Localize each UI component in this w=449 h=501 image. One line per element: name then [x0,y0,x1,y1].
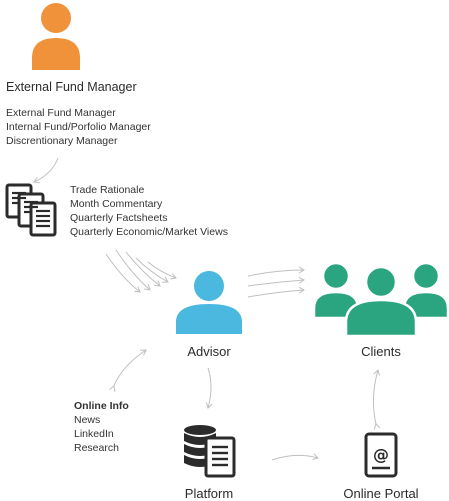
manager-type-item: Internal Fund/Porfolio Manager [6,121,151,133]
svg-text:@: @ [373,445,389,464]
online-info-block: Online Info News LinkedIn Research [74,399,129,455]
arrow-manager-to-documents [33,157,59,184]
documents-icon [5,183,57,237]
documents-list: Trade Rationale Month Commentary Quarter… [70,183,228,239]
arrow-advisor-to-clients [247,266,305,277]
clients-label: Clients [361,344,401,359]
manager-person-icon [32,3,80,70]
online-info-heading: Online Info [74,400,129,412]
portal-label: Online Portal [343,486,419,501]
manager-type-item: External Fund Manager [6,107,116,119]
database-icon [184,425,236,478]
advisor-label: Advisor [187,344,231,359]
advisor-person-icon [176,271,242,334]
arrow-advisor-to-platform [205,367,213,409]
document-item: Quarterly Factsheets [70,212,168,224]
manager-type-item: Discrentionary Manager [6,135,118,147]
arrow-documents-to-advisor [105,253,141,293]
online-info-item: Research [74,442,119,454]
clients-group-icon [312,261,449,338]
online-info-item: News [74,414,101,426]
manager-title: External Fund Manager [6,80,137,94]
arrow-portal-clients [372,369,381,430]
arrow-online-info-advisor [109,349,147,392]
portal-icon: @ [364,432,398,478]
document-item: Month Commentary [70,198,163,210]
document-item: Trade Rationale [70,184,145,196]
manager-types-list: External Fund Manager Internal Fund/Porf… [6,106,151,148]
document-item: Quarterly Economic/Market Views [70,226,228,238]
platform-label: Platform [184,486,234,501]
arrow-platform-to-portal [271,453,319,461]
online-info-item: LinkedIn [74,428,114,440]
